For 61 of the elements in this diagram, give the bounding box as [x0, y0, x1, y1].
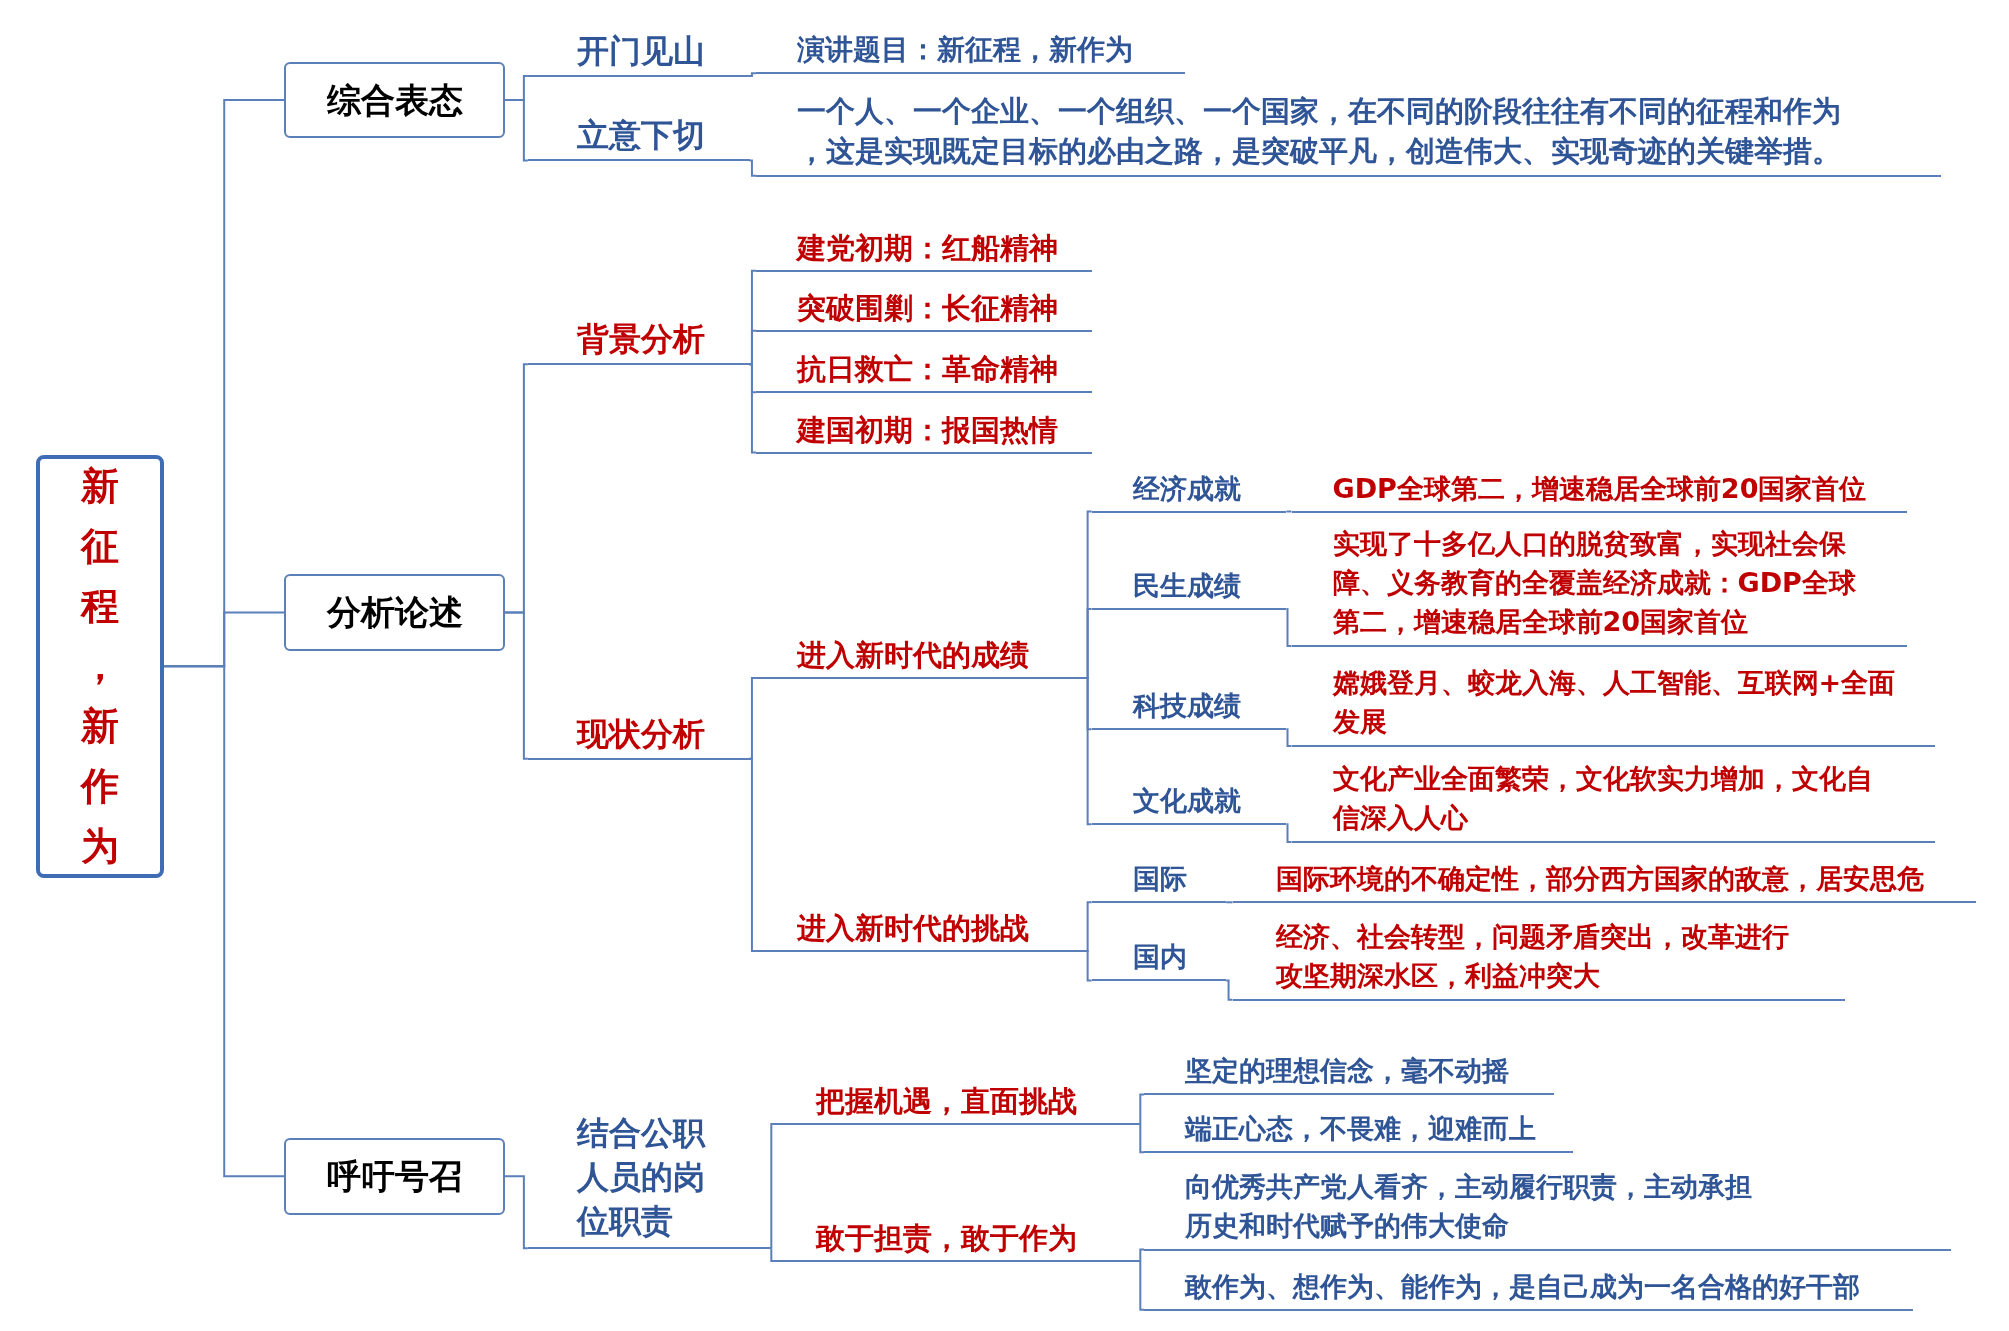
connector-line: [1285, 823, 1293, 844]
underlined-branch-label: 文化成就: [1091, 779, 1287, 826]
underlined-branch-label: 科技成绩: [1091, 679, 1287, 731]
underlined-branch-label: 突破围剿：长征精神: [755, 284, 1092, 332]
connector-line: [1085, 949, 1093, 982]
underlined-branch-label: 背景分析: [527, 313, 750, 366]
underlined-branch-label: 经济、社会转型，问题矛盾突出，改革进行攻坚期深水区，利益冲突大: [1232, 916, 1845, 1001]
connector-line: [163, 665, 286, 1178]
connector-line: [1285, 607, 1293, 648]
underlined-branch-label: 嫦娥登月、蛟龙入海、人工智能、互联网+全面发展: [1291, 659, 1935, 747]
connector-line: [1225, 979, 1234, 1001]
underlined-branch-label: 进入新时代的成绩: [755, 634, 1087, 680]
underlined-branch-label: 国内: [1091, 935, 1227, 982]
underlined-branch-label: GDP全球第二，增速稳居全球前20国家首位: [1291, 467, 1907, 513]
connector-line: [1139, 1248, 1146, 1263]
connector-line: [1139, 1093, 1146, 1125]
underlined-branch-label: 建国初期：报国热情: [755, 406, 1092, 454]
underlined-branch-label: 敢作为、想作为、能作为，是自己成为一名合格的好干部: [1144, 1262, 1913, 1311]
connector-line: [748, 159, 757, 177]
underlined-branch-label: 结合公职人员的岗位职责: [527, 1095, 772, 1250]
underlined-branch-label: 立意下切: [527, 110, 750, 162]
connector-line: [748, 72, 757, 77]
underlined-branch-label: 国际环境的不确定性，部分西方国家的敌意，居安思危: [1232, 858, 1976, 904]
underlined-branch-label: 经济成就: [1091, 467, 1287, 513]
connector-line: [770, 1247, 777, 1263]
underlined-branch-label: 敢于担责，敢于作为: [775, 1210, 1141, 1263]
connector-line: [1139, 1260, 1146, 1311]
underlined-branch-label: 现状分析: [527, 711, 750, 760]
underlined-branch-label: 端正心态，不畏难，迎难而上: [1144, 1104, 1574, 1154]
connector-line: [748, 329, 757, 366]
connector-line: [748, 363, 757, 454]
connector-line: [503, 611, 529, 760]
underlined-branch-label: 开门见山: [527, 28, 750, 77]
connector-line: [770, 1122, 777, 1250]
connector-line: [1139, 1122, 1146, 1154]
connector-line: [503, 1175, 529, 1250]
underlined-branch-label: 坚定的理想信念，毫不动摇: [1144, 1044, 1555, 1096]
underlined-branch-label: 进入新时代的挑战: [755, 907, 1087, 952]
connector-line: [503, 98, 529, 162]
underlined-branch-label: 向优秀共产党人看齐，主动履行职责，主动承担历史和时代赋予的伟大使命: [1144, 1165, 1952, 1251]
connector-line: [1085, 901, 1093, 952]
underlined-branch-label: 一个人、一个企业、一个组织、一个国家，在不同的阶段往往有不同的征程和作为，这是实现既定目标的必由之路，是突破平凡，创造伟大、实现奇迹的关键举措。: [755, 84, 1942, 177]
connector-line: [1285, 728, 1293, 747]
underlined-branch-label: 实现了十多亿人口的脱贫致富，实现社会保障、义务教育的全覆盖经济成就：GDP全球第二，增速稳居全球前20国家首位: [1291, 525, 1907, 648]
underlined-branch-label: 抗日救亡：革命精神: [755, 345, 1092, 394]
underlined-branch-label: 国际: [1091, 858, 1227, 904]
connector-line: [1225, 901, 1234, 904]
topic-box: 综合表态: [284, 61, 505, 139]
connector-line: [1085, 677, 1093, 826]
underlined-branch-label: 演讲题目：新征程，新作为: [755, 28, 1186, 75]
underlined-branch-label: 建党初期：红船精神: [755, 224, 1092, 272]
underlined-branch-label: 民生成绩: [1091, 563, 1287, 610]
topic-box: 呼吁号召: [284, 1137, 505, 1215]
root-topic-box: 新征程，新作为: [35, 454, 164, 878]
connector-line: [748, 757, 757, 952]
topic-box: 分析论述: [284, 574, 505, 651]
connector-line: [1085, 607, 1093, 680]
connector-line: [1285, 510, 1293, 513]
connector-line: [748, 677, 757, 760]
underlined-branch-label: 把握机遇，直面挑战: [775, 1076, 1141, 1125]
underlined-branch-label: 文化产业全面繁荣，文化软实力增加，文化自信深入人心: [1291, 762, 1935, 844]
